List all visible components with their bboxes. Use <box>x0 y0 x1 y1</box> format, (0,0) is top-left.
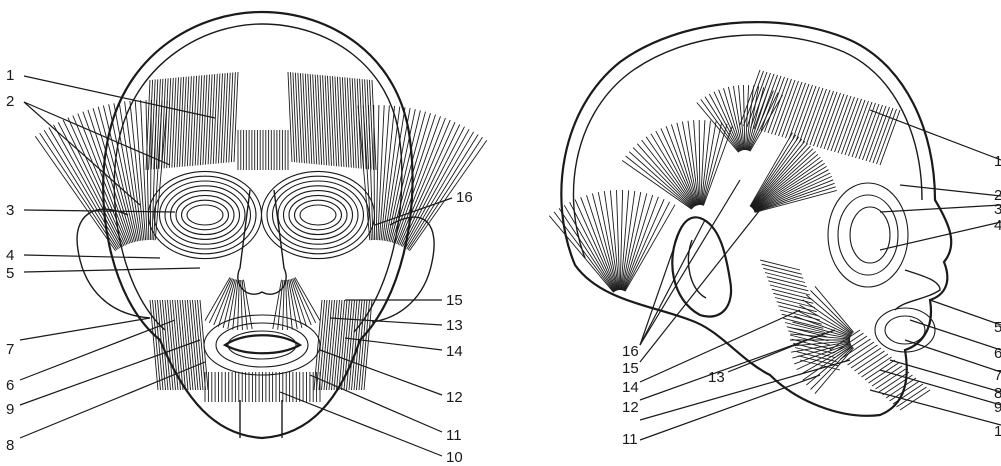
side-label-9: 9 <box>994 399 1001 416</box>
front-left-labels: 1 2 3 4 5 7 6 9 8 <box>6 67 14 454</box>
side-label-7: 7 <box>994 367 1001 384</box>
side-frontalis-muscle <box>740 70 900 165</box>
side-label-16: 16 <box>622 343 639 360</box>
side-label-13: 13 <box>708 369 725 386</box>
front-lower-face-muscles <box>150 277 372 402</box>
side-label-6: 6 <box>994 345 1001 362</box>
side-orbicularis-oris <box>875 308 935 352</box>
front-nose <box>238 190 286 294</box>
side-label-4: 4 <box>994 217 1001 234</box>
side-label-15: 15 <box>622 360 639 377</box>
front-label-16: 16 <box>456 189 473 206</box>
side-label-14: 14 <box>622 379 639 396</box>
side-right-leaders <box>870 110 1001 425</box>
side-orbicularis-oculi <box>828 183 908 287</box>
side-nose-lips <box>895 270 940 310</box>
front-label-5: 5 <box>6 265 14 282</box>
side-label-11: 11 <box>622 431 638 448</box>
front-label-2: 2 <box>6 93 14 110</box>
side-view: 16 15 14 13 12 11 1 2 3 4 5 6 7 8 9 10 <box>549 22 1001 448</box>
side-left-leaders <box>640 180 850 440</box>
front-label-15: 15 <box>446 292 463 309</box>
side-right-labels: 1 2 3 4 5 6 7 8 9 10 <box>994 153 1001 440</box>
side-left-labels: 16 15 14 13 12 11 <box>622 343 725 448</box>
side-label-12: 12 <box>622 399 639 416</box>
front-orbicularis-oculi <box>149 171 375 258</box>
front-label-9: 9 <box>6 401 14 418</box>
side-label-1: 1 <box>994 153 1001 170</box>
front-label-8: 8 <box>6 437 14 454</box>
front-right-labels: 16 15 13 14 12 11 10 <box>446 189 473 466</box>
front-label-10: 10 <box>446 449 463 466</box>
front-neck <box>240 400 282 438</box>
front-label-13: 13 <box>446 317 463 334</box>
front-frontalis-muscle <box>146 72 376 170</box>
side-label-5: 5 <box>994 319 1001 336</box>
front-label-11: 11 <box>446 427 462 444</box>
front-label-7: 7 <box>6 341 14 358</box>
front-view: 1 2 3 4 5 7 6 9 8 16 15 13 14 12 11 10 <box>6 12 487 466</box>
side-label-3: 3 <box>994 201 1001 218</box>
front-label-14: 14 <box>446 343 463 360</box>
front-left-leaders <box>20 76 215 438</box>
front-label-1: 1 <box>6 67 14 84</box>
front-right-leaders <box>280 198 452 456</box>
front-orbicularis-oris <box>204 315 320 375</box>
front-label-3: 3 <box>6 202 14 219</box>
front-label-4: 4 <box>6 247 14 264</box>
side-label-10: 10 <box>994 423 1001 440</box>
front-label-12: 12 <box>446 389 463 406</box>
front-label-6: 6 <box>6 377 14 394</box>
